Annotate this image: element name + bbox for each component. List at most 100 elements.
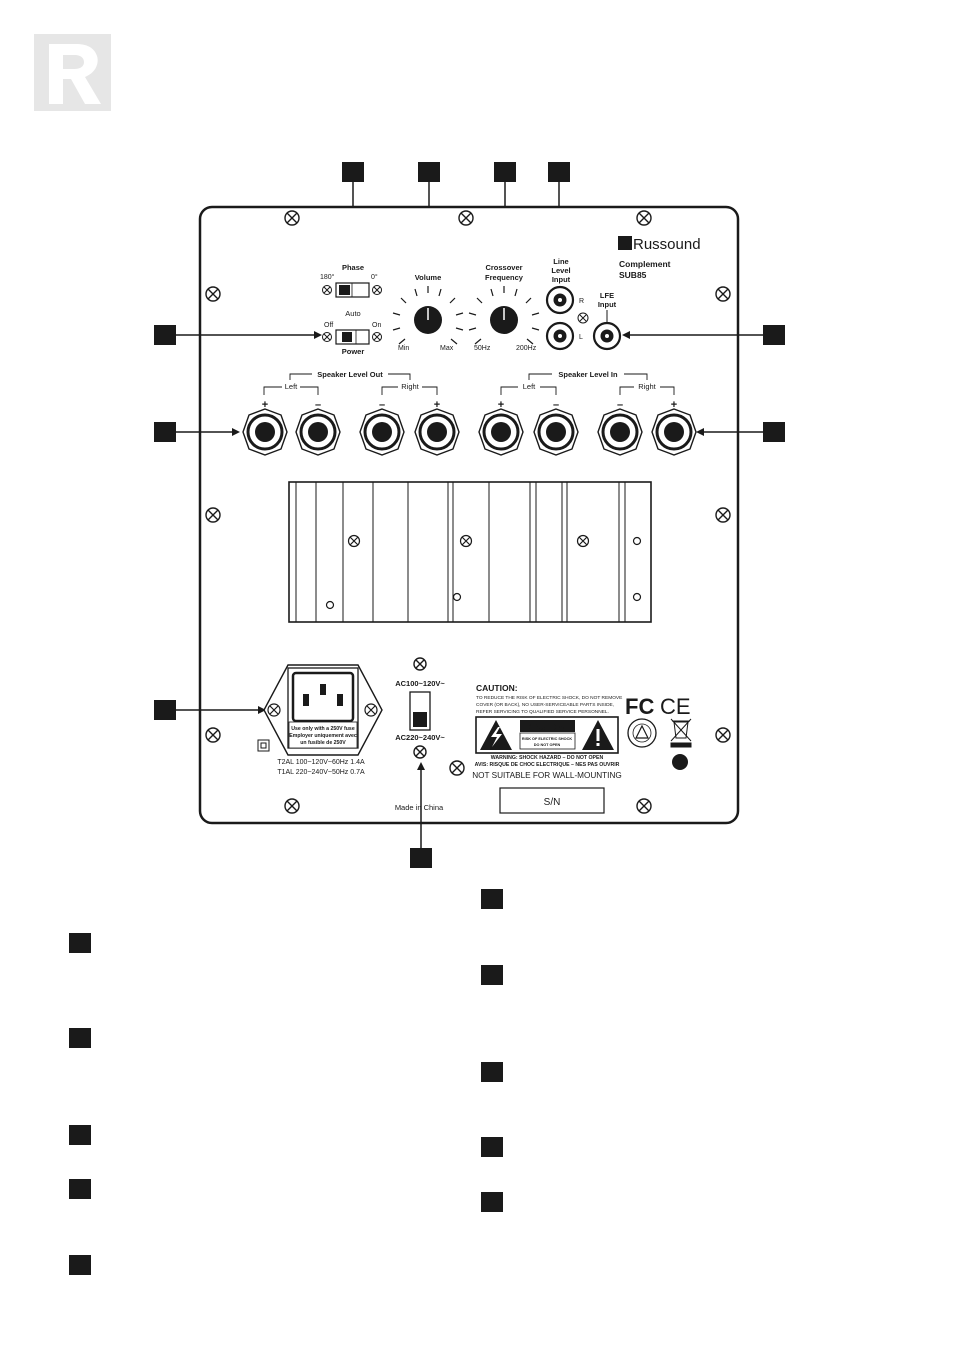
rh-mark-icon <box>672 754 688 770</box>
caution-avis: AVIS: RISQUE DE CHOC ELECTRIQUE – NES PA… <box>475 762 620 768</box>
callout-marker <box>410 848 432 868</box>
crossover-label-1: Crossover <box>485 263 522 272</box>
line-input-label-1: Line <box>553 257 568 266</box>
side-callouts <box>154 325 785 868</box>
speaker-in-title: Speaker Level In <box>558 370 618 379</box>
binding-post-in-right-plus[interactable] <box>651 408 697 456</box>
power-label: Power <box>342 347 365 356</box>
crossover-label-2: Frequency <box>485 273 524 282</box>
brand-block: R Russound Complement SUB85 <box>618 236 701 280</box>
speaker-in-right-minus: – <box>617 399 623 411</box>
made-in-label: Made in China <box>395 803 444 812</box>
volume-knob[interactable]: Volume Min Max <box>392 273 464 352</box>
volume-min-label: Min <box>398 345 409 352</box>
speaker-in-left-minus: – <box>553 399 559 411</box>
binding-post-in-right-minus[interactable] <box>597 408 643 456</box>
iec-power-socket[interactable] <box>291 671 355 723</box>
model-line-2: SUB85 <box>619 270 647 280</box>
callout-marker <box>342 162 364 182</box>
brand-logo-letter: R <box>621 237 630 251</box>
binding-post-out-left-plus[interactable] <box>242 408 288 456</box>
screw-icon <box>458 210 474 226</box>
fuse-note-2: Employer uniquement avec <box>289 733 357 739</box>
screw-icon <box>372 332 382 342</box>
volume-label: Volume <box>415 273 442 282</box>
screw-icon <box>413 657 427 671</box>
screw-icon <box>267 703 281 717</box>
voltage-switch-slider[interactable] <box>413 712 427 727</box>
phase-switch[interactable]: Phase 180° 0° <box>320 263 382 298</box>
brand-name: Russound <box>633 236 701 253</box>
russound-logo-icon <box>618 236 632 250</box>
callout-marker <box>154 700 176 720</box>
crossover-knob[interactable]: Crossover Frequency 50Hz 200Hz <box>468 263 540 352</box>
crossover-min-label: 50Hz <box>474 345 491 352</box>
binding-post-out-right-minus[interactable] <box>359 408 405 456</box>
binding-post-in-left-plus[interactable] <box>478 408 524 456</box>
socket-pin <box>320 684 326 695</box>
speaker-out-right-minus: – <box>379 399 385 411</box>
speaker-out-right-label: Right <box>401 382 419 391</box>
rca-jack-lfe[interactable] <box>592 321 622 351</box>
callout-marker <box>763 422 785 442</box>
fuse-note-1: Use only with a 250V fuse <box>291 726 355 732</box>
screw-icon <box>459 534 473 548</box>
callout-marker <box>154 325 176 345</box>
fc-mark-icon: FC <box>625 694 654 719</box>
caution-line-2: COVER (OR BACK), NO USER-SERVICEABLE PAR… <box>476 702 614 708</box>
screw-icon <box>715 727 731 743</box>
rca-jack-left[interactable] <box>545 321 575 351</box>
screw-icon <box>322 285 332 295</box>
speaker-out-left-label: Left <box>285 382 298 391</box>
callout-marker <box>763 325 785 345</box>
screw-icon <box>347 534 361 548</box>
power-switch[interactable]: Auto Off On Power <box>322 309 382 356</box>
callout-marker <box>154 422 176 442</box>
power-on-label: On <box>372 322 381 329</box>
legend-marker <box>69 1255 91 1275</box>
binding-post-out-right-plus[interactable] <box>414 408 460 456</box>
serial-number-box: S/N <box>499 787 605 814</box>
volume-max-label: Max <box>440 345 454 352</box>
lfe-label-2: Input <box>598 300 617 309</box>
legend-marker <box>481 1192 503 1212</box>
weee-bin-icon <box>670 718 692 748</box>
legend-marker <box>481 1137 503 1157</box>
binding-post-out-left-minus[interactable] <box>295 408 341 456</box>
serial-label: S/N <box>544 797 561 808</box>
speaker-in-left-plus: + <box>498 399 504 411</box>
line-level-input: Line Level Input R L <box>545 257 589 351</box>
voltage-selector[interactable]: AC100~120V~ AC220~240V~ Made in China <box>395 679 446 812</box>
screw-icon <box>284 210 300 226</box>
phase-label: Phase <box>342 263 364 272</box>
callout-marker <box>494 162 516 182</box>
exclamation-warning-icon <box>582 720 614 750</box>
screw-icon <box>577 312 589 324</box>
phase-switch-slider[interactable] <box>339 285 350 295</box>
ce-mark-icon: CE <box>660 694 691 719</box>
caution-box-title: CAUTION <box>529 723 566 732</box>
rca-jack-right[interactable] <box>545 285 575 315</box>
caution-line-1: TO REDUCE THE RISK OF ELECTRIC SHOCK, DO… <box>476 695 622 701</box>
speaker-in-left-label: Left <box>523 382 536 391</box>
caution-line-3: REFER SERVICING TO QUALIFIED SERVICE PER… <box>476 709 609 715</box>
line-input-label-3: Input <box>552 275 571 284</box>
screw-icon <box>636 210 652 226</box>
wall-mount-warning: NOT SUITABLE FOR WALL-MOUNTING <box>472 771 622 780</box>
screw-icon <box>449 760 465 776</box>
double-insulation-icon <box>257 739 270 752</box>
crossover-max-label: 200Hz <box>516 345 537 352</box>
legend-marker <box>69 1125 91 1145</box>
screw-icon <box>636 798 652 814</box>
binding-post-in-left-minus[interactable] <box>533 408 579 456</box>
screw-icon <box>715 507 731 523</box>
screw-icon <box>205 286 221 302</box>
socket-pin <box>303 694 309 706</box>
rh-mark-text: RH <box>675 760 685 767</box>
legend-marker <box>69 1028 91 1048</box>
legend-marker <box>69 933 91 953</box>
power-switch-slider[interactable] <box>342 332 352 342</box>
screw-icon <box>413 745 427 759</box>
safety-cert-icon <box>627 718 657 748</box>
power-off-label: Off <box>324 322 333 329</box>
